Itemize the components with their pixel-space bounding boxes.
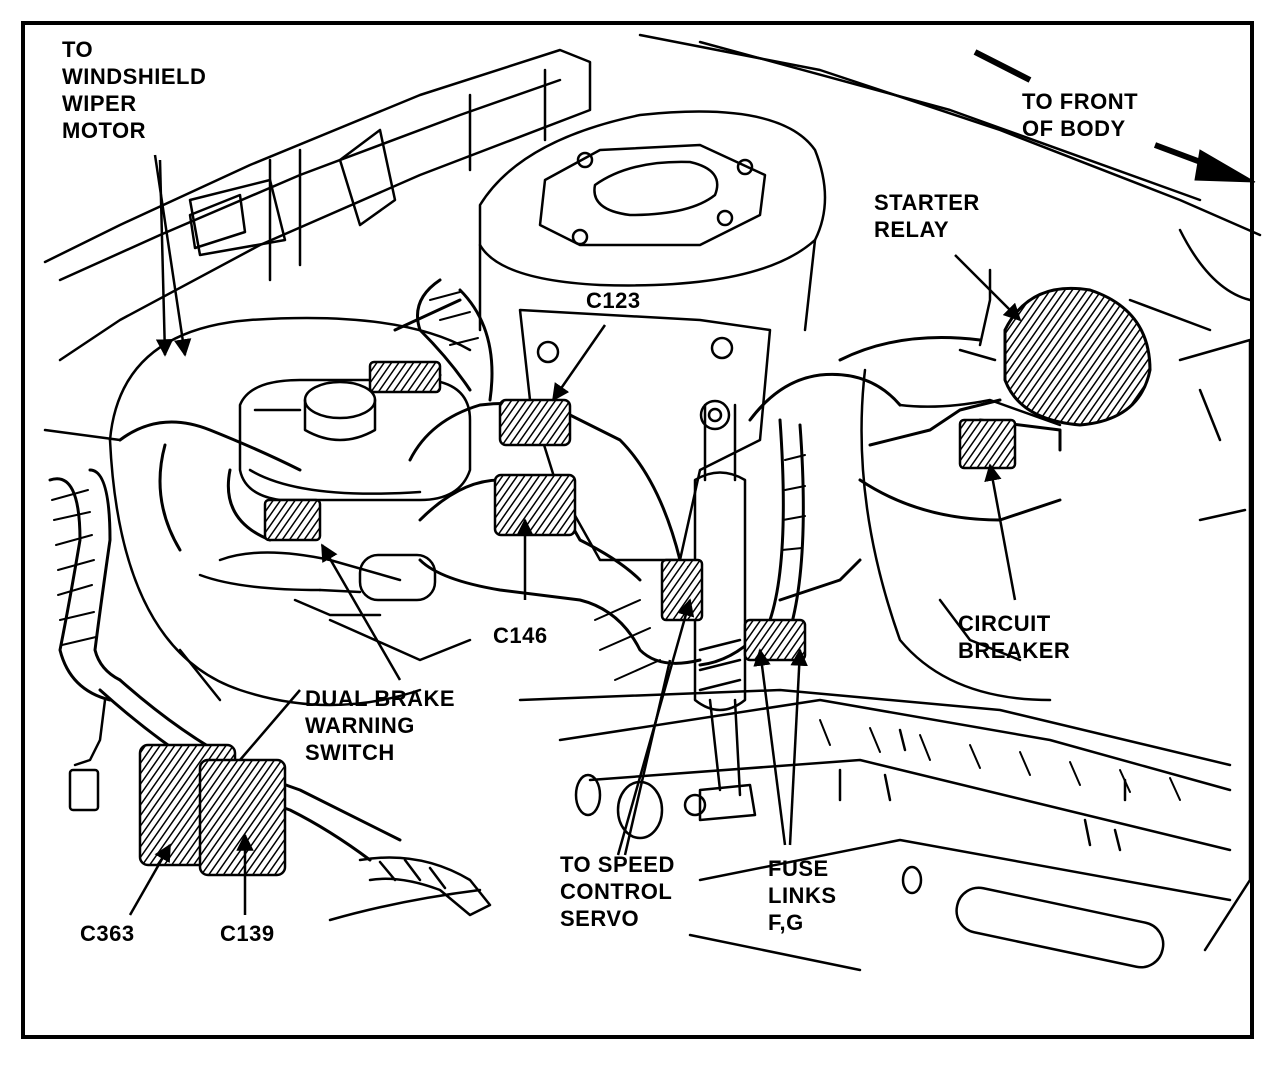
shock-tower	[478, 110, 827, 332]
label-c363: C363	[80, 921, 135, 946]
wiring-harness	[48, 278, 1062, 862]
connector-c139	[198, 758, 287, 877]
label-front-of-body: TO FRONT OF BODY	[1022, 89, 1139, 141]
starter-relay	[1003, 286, 1152, 427]
body-lines	[43, 178, 1252, 922]
harness-plug	[358, 856, 492, 917]
side-wires	[68, 698, 107, 812]
front-direction-arrow	[973, 49, 1256, 183]
fuse-link-connectors	[743, 618, 807, 662]
connector-c123	[498, 398, 572, 447]
c123-leader	[551, 324, 607, 402]
label-starter-relay: STARTER RELAY	[874, 190, 980, 242]
label-c146: C146	[493, 623, 548, 648]
circuit-breaker-leader	[984, 463, 1017, 601]
harness-wrap	[51, 291, 1181, 801]
label-fuse-links: FUSE LINKS F,G	[768, 856, 837, 935]
starter-relay-leader	[954, 254, 1022, 322]
fuse-leader-1	[753, 648, 787, 846]
fuse-leader-2	[788, 648, 808, 846]
fender-panel	[638, 33, 1262, 952]
relay-wires	[898, 268, 1062, 427]
speed-control-connector	[660, 558, 704, 622]
brake-switch-connector	[263, 498, 322, 542]
label-c123: C123	[586, 288, 641, 313]
label-windshield-wiper: TO WINDSHIELD WIPER MOTOR	[62, 37, 207, 143]
label-speed-control-servo: TO SPEED CONTROL SERVO	[560, 852, 675, 931]
top-connector	[368, 360, 442, 394]
label-c139: C139	[220, 921, 275, 946]
master-cylinder	[198, 378, 472, 617]
dual-brake-leader	[320, 543, 402, 681]
c363-leader	[128, 843, 172, 916]
dual-brake-leader-2	[239, 689, 301, 761]
diagram-frame	[21, 21, 1254, 1039]
circuit-breaker	[958, 418, 1017, 470]
leader-lines	[128, 154, 1022, 916]
connector-c146	[493, 473, 577, 537]
label-circuit-breaker: CIRCUIT BREAKER	[958, 611, 1071, 663]
wiper-leader-2	[155, 159, 174, 357]
label-dual-brake-warning-switch: DUAL BRAKE WARNING SWITCH	[305, 686, 456, 765]
speed-control-leader-2	[623, 659, 672, 856]
radiator-support-rail	[518, 688, 1232, 972]
strut-rod	[683, 403, 757, 822]
